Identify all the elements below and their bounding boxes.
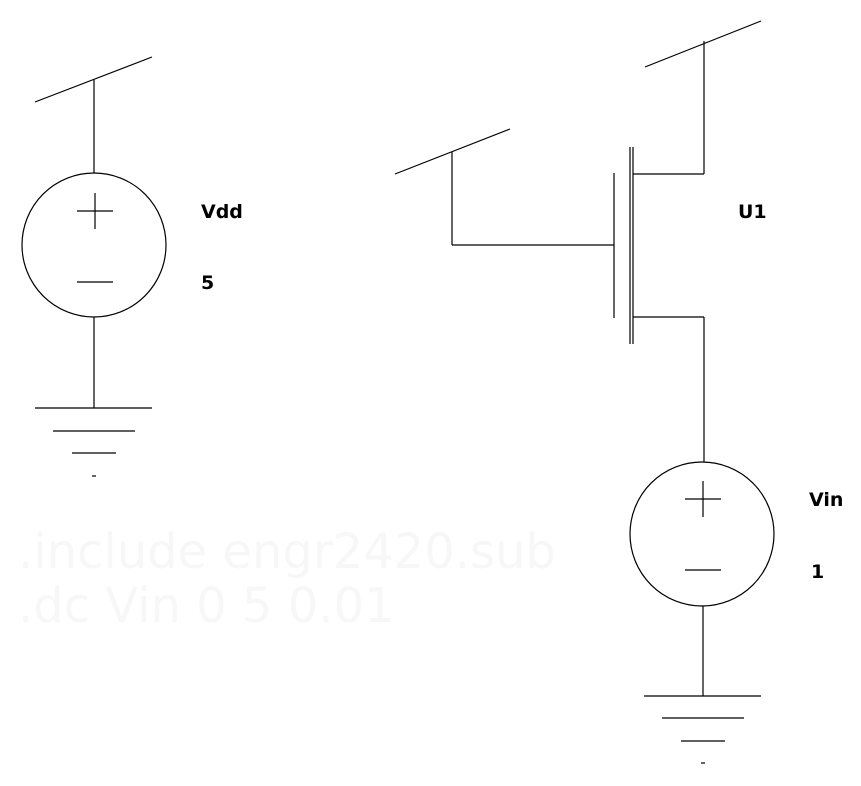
vdd-name-label: Vdd [201,201,243,223]
vin-ground-icon [644,695,761,764]
vin-branch: Vin 1 [629,461,843,764]
vin-source-circle [629,461,775,607]
vin-name-label: Vin [809,489,843,511]
watermark: .include engr2420.sub .dc Vin 0 5 0.01 [18,524,556,634]
vin-value-label: 1 [811,561,824,583]
mosfet-u1[interactable]: U1 [394,20,767,462]
vdd-value-label: 5 [201,272,214,294]
drain-node-terminal [644,20,762,68]
vin-voltage-source[interactable] [629,461,775,607]
vdd-source-circle [21,172,167,318]
vdd-node-terminal [34,56,153,103]
mosfet-name-label: U1 [738,201,767,223]
vdd-ground-icon [35,407,152,477]
vdd-voltage-source[interactable] [21,172,167,318]
gate-node-terminal [394,128,511,175]
vdd-branch: Vdd 5 [21,56,243,477]
watermark-line-1: .include engr2420.sub [18,524,556,580]
watermark-line-2: .dc Vin 0 5 0.01 [18,578,395,634]
